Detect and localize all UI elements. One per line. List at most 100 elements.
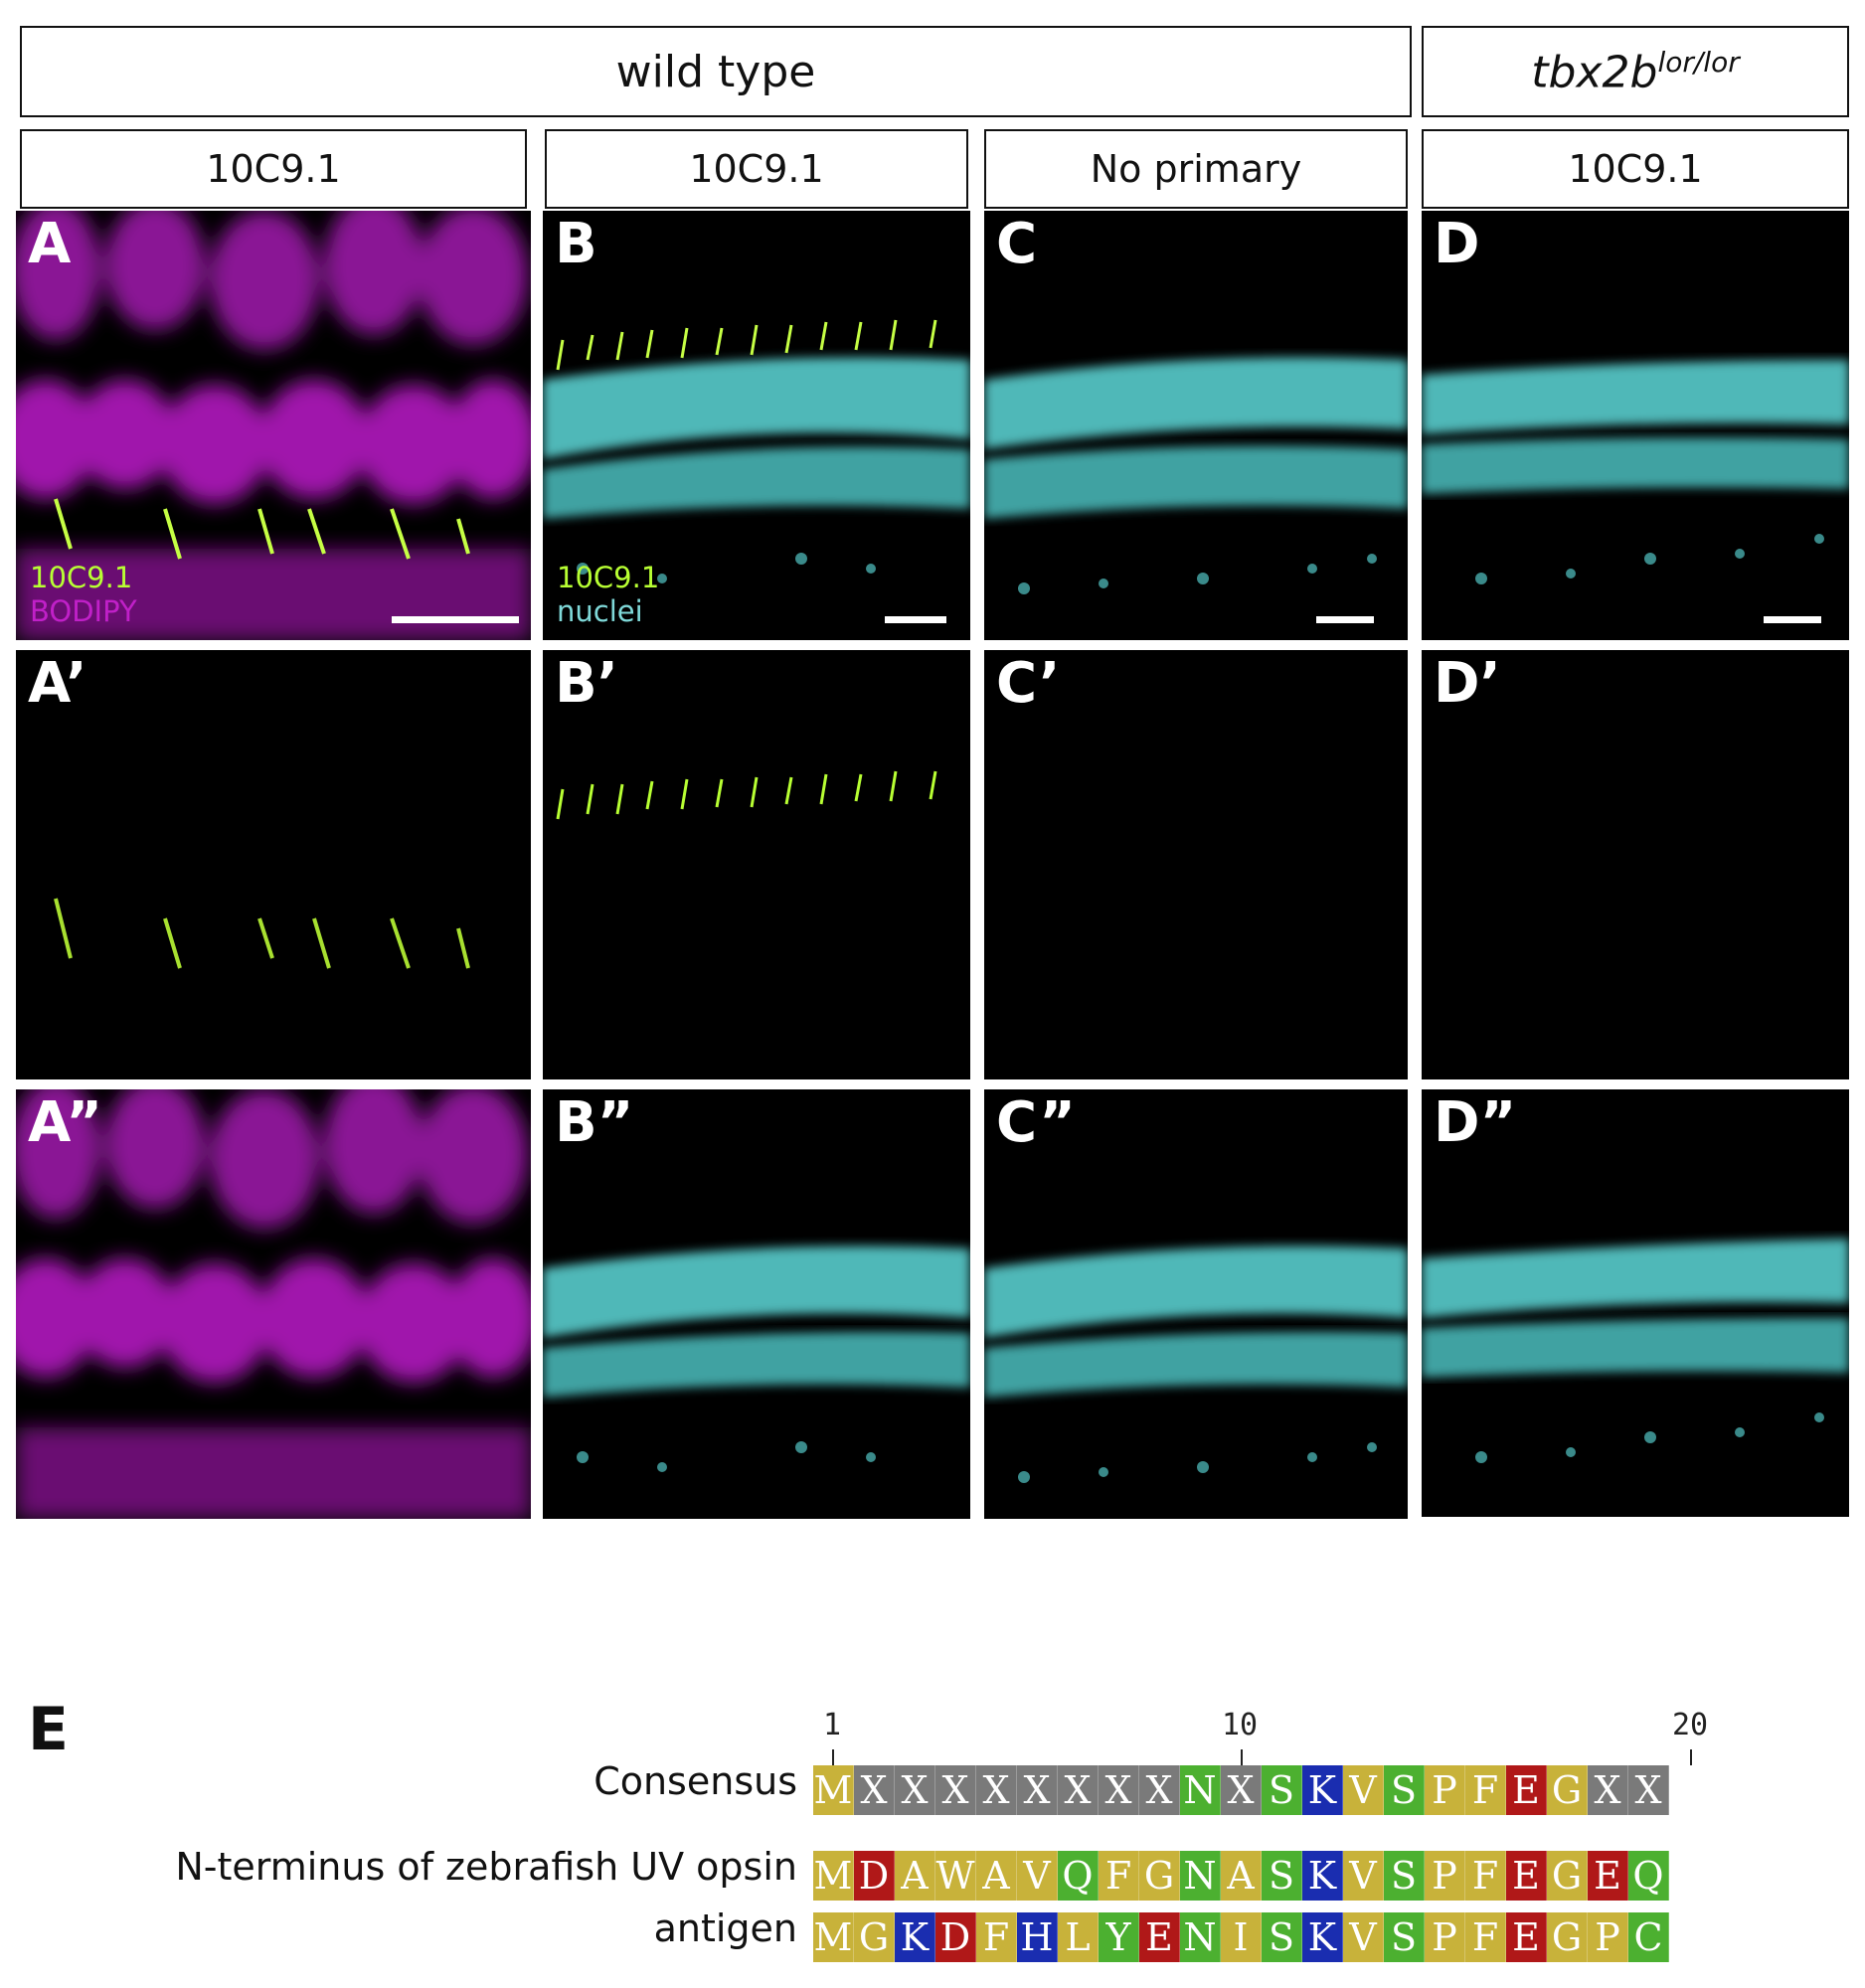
residue: X	[976, 1765, 1017, 1815]
scale-bar	[392, 616, 519, 623]
residue: M	[813, 1851, 854, 1901]
panel-a-bodipy: A”	[16, 1089, 531, 1519]
residue: S	[1384, 1851, 1425, 1901]
residue: X	[1058, 1765, 1099, 1815]
panel-c-image	[984, 357, 1408, 594]
scale-bar	[1764, 616, 1821, 623]
residue: H	[1017, 1912, 1058, 1962]
residue: X	[1017, 1765, 1058, 1815]
alignment-tickmark-20	[1690, 1749, 1692, 1765]
residue: F	[1465, 1765, 1506, 1815]
residue: F	[1465, 1912, 1506, 1962]
residue: Q	[1058, 1851, 1099, 1901]
panel-b-legend: 10C9.1 nuclei	[557, 561, 659, 628]
legend-nuclei: nuclei	[557, 594, 643, 628]
panel-a1-image	[54, 898, 470, 969]
panel-label-a2: A”	[28, 1090, 103, 1155]
column-header-c: No primary	[984, 129, 1408, 209]
panel-c-antibody: C’	[984, 650, 1408, 1079]
residue: P	[1425, 1765, 1465, 1815]
residue: S	[1262, 1912, 1302, 1962]
panel-a-image	[16, 211, 531, 640]
residue: P	[1425, 1851, 1465, 1901]
panel-a-antibody: A’	[16, 650, 531, 1079]
alignment-tickmark-1	[832, 1749, 834, 1765]
residue: P	[1425, 1912, 1465, 1962]
panel-label-e: E	[28, 1695, 69, 1764]
panel-b2-image	[543, 1245, 970, 1472]
header-mutant-text: tbx2blor/lor	[1531, 46, 1739, 98]
residue: F	[1465, 1851, 1506, 1901]
residue: F	[1099, 1851, 1139, 1901]
residue: D	[935, 1912, 976, 1962]
residue: M	[813, 1912, 854, 1962]
residue: X	[1221, 1765, 1262, 1815]
panel-d-merge: D	[1422, 211, 1849, 640]
column-header-a-text: 10C9.1	[206, 147, 341, 191]
panel-b-nuclei: B”	[543, 1089, 970, 1519]
column-header-a: 10C9.1	[20, 129, 527, 209]
residue: D	[854, 1851, 895, 1901]
panel-c2-image	[984, 1245, 1408, 1483]
alignment-tick-1: 1	[823, 1708, 842, 1742]
residue: X	[895, 1765, 935, 1815]
mutant-allele: lor/lor	[1657, 45, 1740, 79]
column-header-d: 10C9.1	[1422, 129, 1849, 209]
residue: X	[1139, 1765, 1180, 1815]
column-header-b: 10C9.1	[545, 129, 968, 209]
residue: G	[1547, 1851, 1588, 1901]
scale-bar	[885, 616, 946, 623]
panel-label-d: D	[1434, 212, 1480, 276]
legend-antibody: 10C9.1	[30, 561, 133, 594]
legend-bodipy: BODIPY	[30, 594, 137, 628]
residue: W	[935, 1851, 976, 1901]
panel-label-a: A	[28, 212, 72, 276]
panel-label-d1: D’	[1434, 651, 1501, 716]
alignment-tickmark-10	[1241, 1749, 1243, 1765]
panel-label-a1: A’	[28, 651, 87, 716]
panel-label-b1: B’	[555, 651, 618, 716]
residue: K	[895, 1912, 935, 1962]
residue: E	[1506, 1912, 1547, 1962]
residue: X	[1628, 1765, 1669, 1815]
residue: K	[1302, 1912, 1343, 1962]
residue: A	[976, 1851, 1017, 1901]
residue: K	[1302, 1851, 1343, 1901]
panel-label-b: B	[555, 212, 597, 276]
residue: E	[1588, 1851, 1628, 1901]
column-header-d-text: 10C9.1	[1568, 147, 1703, 191]
residue: Y	[1099, 1912, 1139, 1962]
residue: P	[1588, 1912, 1628, 1962]
panel-a-merge: A 10C9.1 BODIPY	[16, 211, 531, 640]
panel-c-merge: C	[984, 211, 1408, 640]
header-wild-type: wild type	[20, 26, 1412, 117]
residue: X	[935, 1765, 976, 1815]
residue: V	[1343, 1912, 1384, 1962]
residue: E	[1506, 1765, 1547, 1815]
panel-b-merge: B 10C9.1 nuclei	[543, 211, 970, 640]
residue: S	[1384, 1765, 1425, 1815]
residue: X	[1099, 1765, 1139, 1815]
residue: G	[854, 1912, 895, 1962]
residue: X	[1588, 1765, 1628, 1815]
column-header-b-text: 10C9.1	[689, 147, 824, 191]
panel-c-nuclei: C”	[984, 1089, 1408, 1519]
alignment-row-label-consensus: Consensus	[593, 1759, 797, 1803]
residue: X	[854, 1765, 895, 1815]
scale-bar	[1316, 616, 1374, 623]
residue: G	[1547, 1912, 1588, 1962]
residue: I	[1221, 1912, 1262, 1962]
residue: E	[1506, 1851, 1547, 1901]
panel-label-b2: B”	[555, 1090, 634, 1155]
panel-b-antibody: B’	[543, 650, 970, 1079]
residue: G	[1139, 1851, 1180, 1901]
panel-b1-image	[556, 770, 937, 820]
residue: K	[1302, 1765, 1343, 1815]
panel-label-c2: C”	[996, 1090, 1076, 1155]
residue: V	[1343, 1851, 1384, 1901]
residue: S	[1262, 1851, 1302, 1901]
residue: V	[1343, 1765, 1384, 1815]
residue: E	[1139, 1912, 1180, 1962]
